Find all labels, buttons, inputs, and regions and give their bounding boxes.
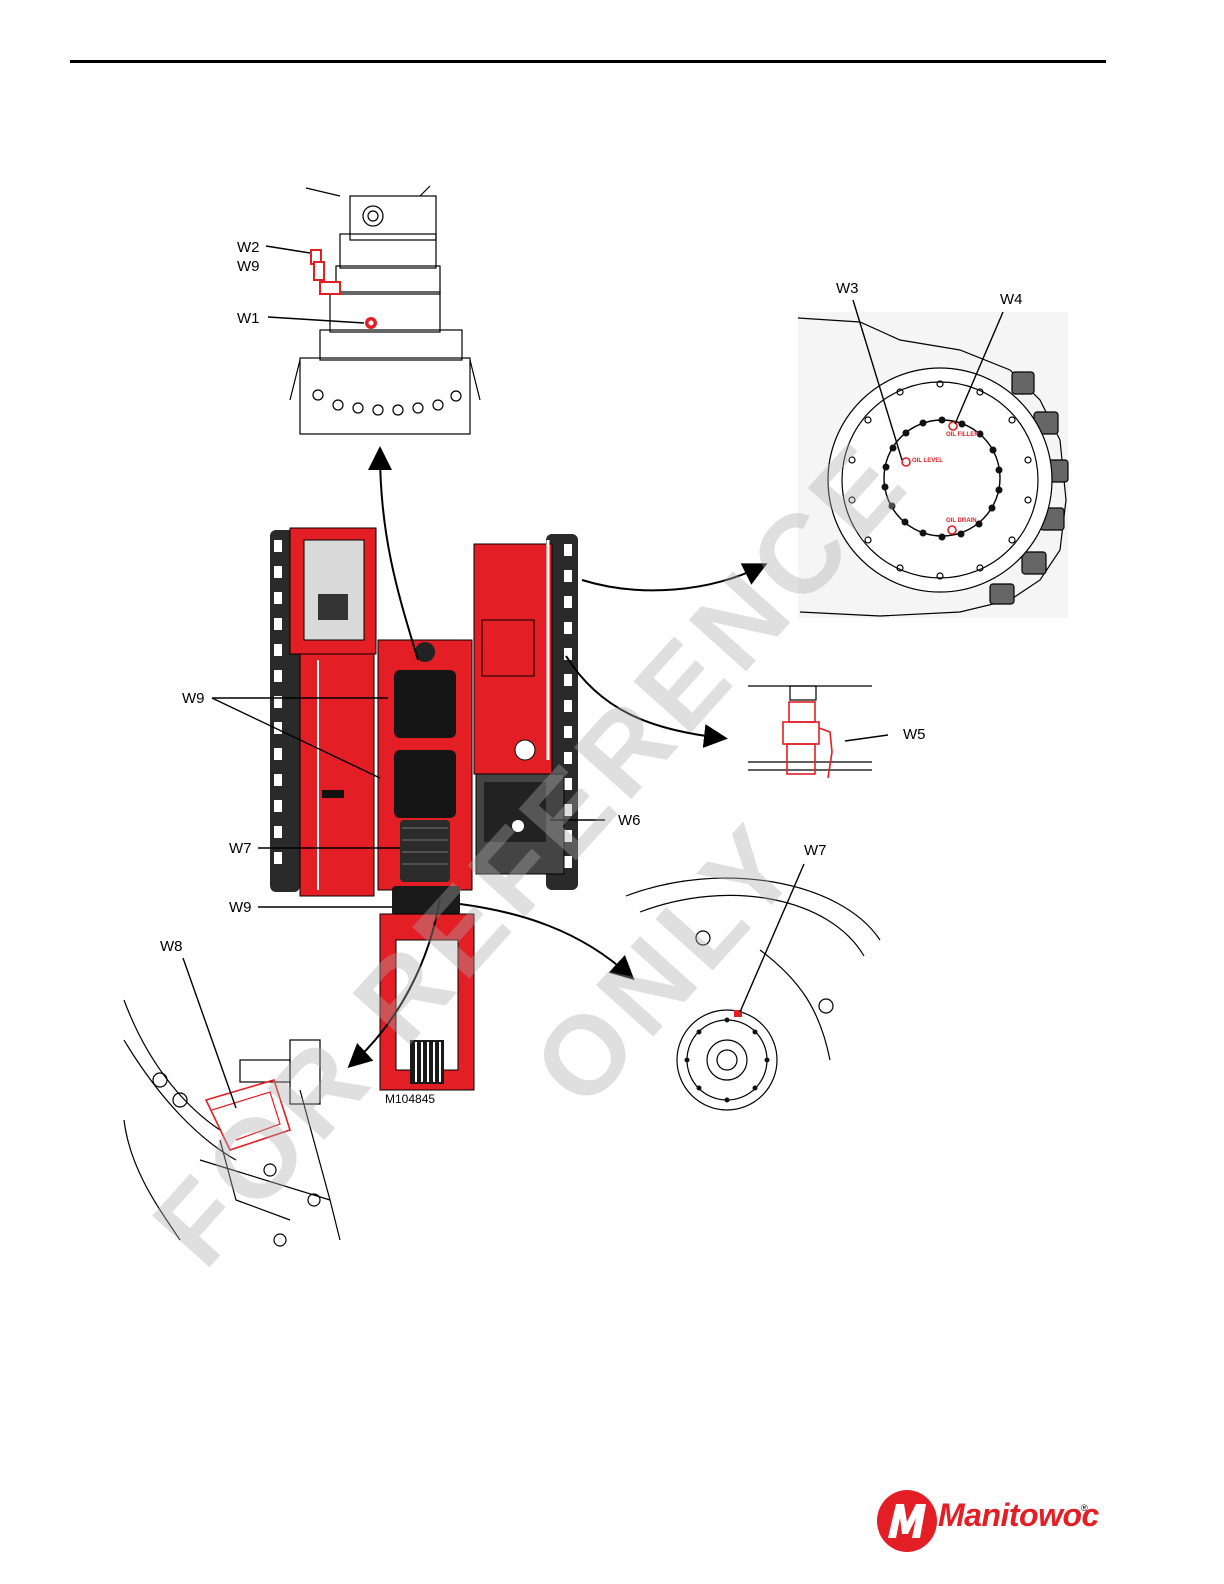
swing-grease-fitting [311,250,377,329]
callout-w7-left: W7 [229,840,252,857]
callout-w2: W2 [237,238,260,257]
manitowoc-m-icon [876,1488,938,1554]
label-oil-drain: OIL DRAIN [946,518,977,524]
callout-w6: W6 [618,812,641,829]
callout-w3: W3 [836,280,859,297]
brand-name: Manitowoc [938,1497,1099,1534]
manitowoc-logo: Manitowoc ® [876,1488,1092,1554]
swing-drive-detail [290,186,480,434]
leader-w7-right [740,864,804,1012]
registered-mark: ® [1081,1503,1088,1513]
label-oil-level: OIL LEVEL [912,458,943,464]
leader-w2 [266,246,310,253]
callout-w9-top: W9 [237,257,260,276]
callout-w4: W4 [1000,291,1023,308]
w5-fitting-detail [748,686,872,778]
callout-w7-right: W7 [804,842,827,859]
drum-brake-detail [626,878,880,1110]
callout-w9-mid: W9 [182,690,205,707]
callout-w8: W8 [160,938,183,955]
sprocket-detail [798,312,1068,618]
swing-bearing-detail [124,1000,340,1246]
leader-w8 [183,958,236,1108]
crane-top-view [270,528,578,1090]
callout-w2-w9: W2 W9 [237,238,260,276]
label-oil-filler: OIL FILLER [946,432,979,438]
callout-w1: W1 [237,310,260,327]
callout-w9-low: W9 [229,899,252,916]
leader-w5 [845,735,888,741]
figure-id: M104845 [385,1092,435,1106]
callout-w5: W5 [903,726,926,743]
leader-w1 [268,317,364,323]
